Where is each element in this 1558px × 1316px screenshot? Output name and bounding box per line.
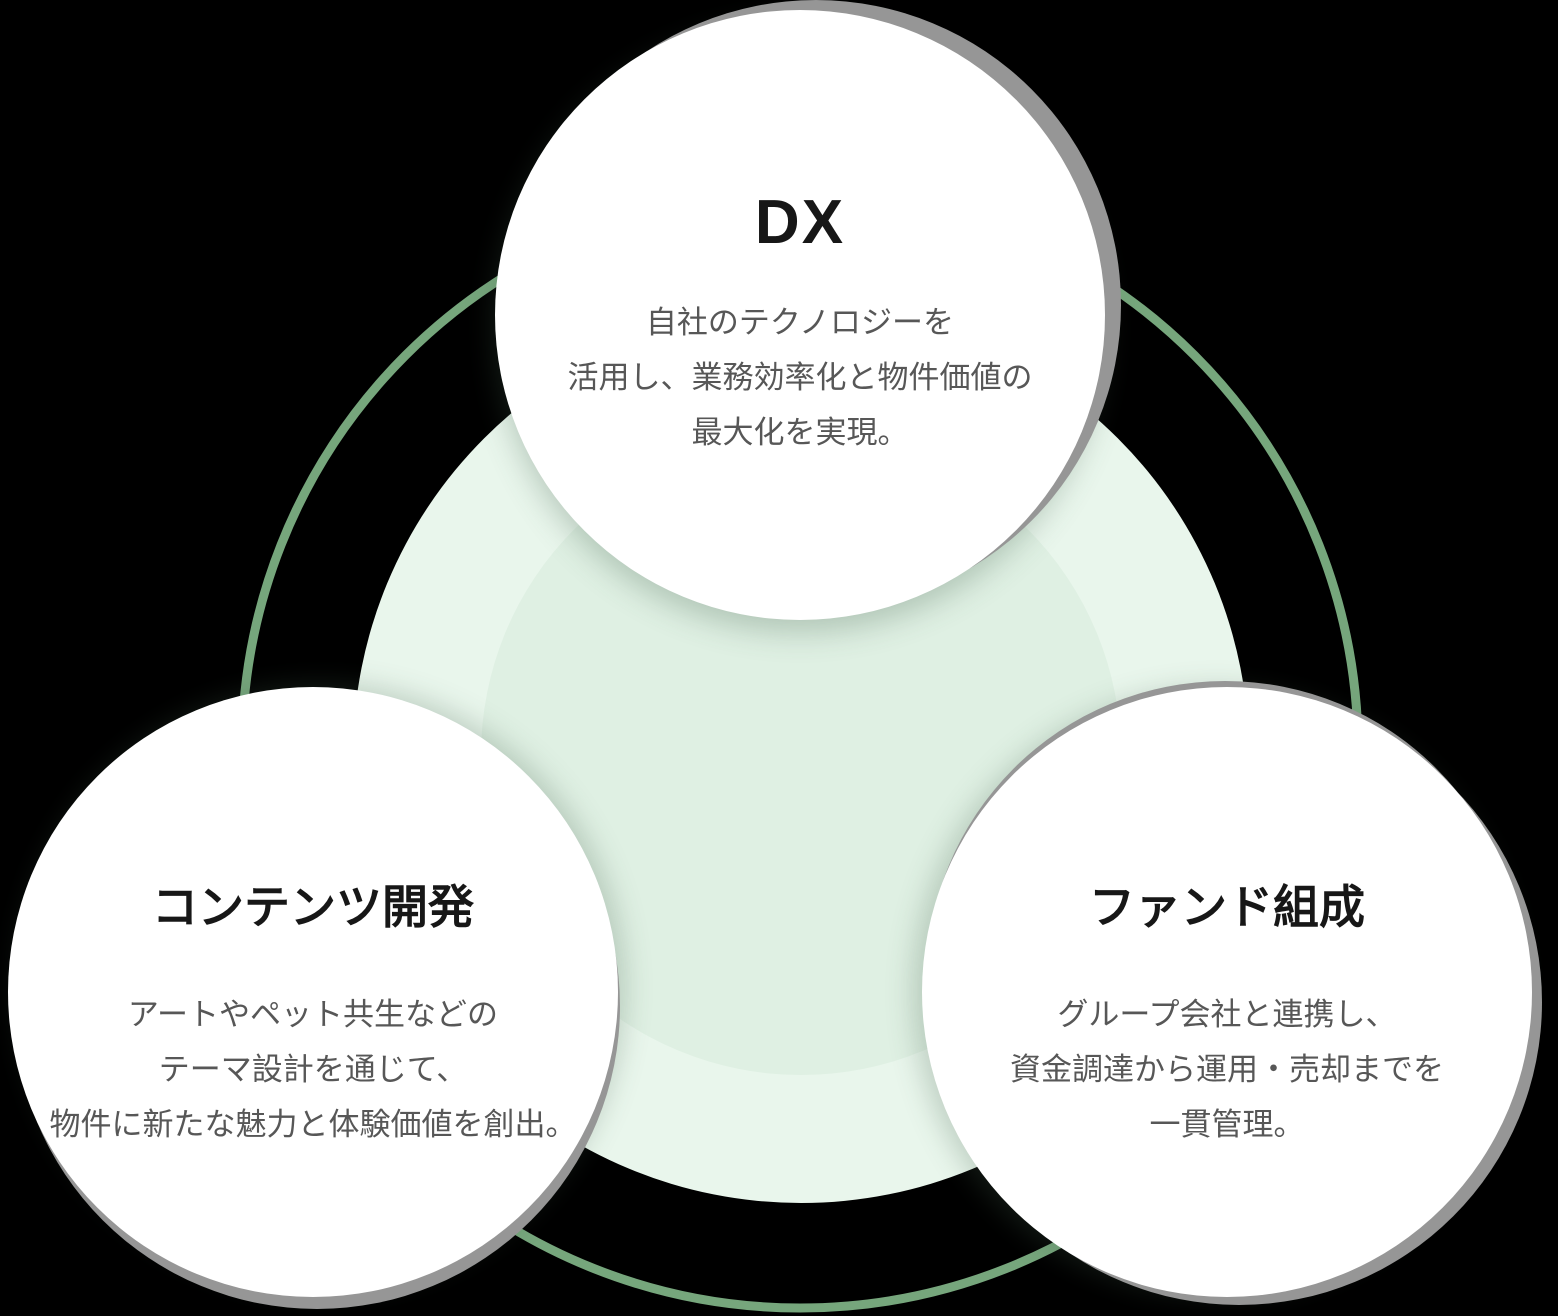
circle-fund: ファンド組成 グループ会社と連携し、 資金調達から運用・売却までを 一貫管理。: [922, 687, 1532, 1297]
circle-content-dev-description-line: アートやペット共生などの: [127, 997, 499, 1032]
circle-dx: DX 自社のテクノロジーを 活用し、業務効率化と物件価値の 最大化を実現。: [495, 10, 1105, 620]
circle-dx-description: 自社のテクノロジーを 活用し、業務効率化と物件価値の 最大化を実現。: [485, 295, 1115, 460]
circle-fund-title: ファンド組成: [1089, 881, 1365, 933]
circle-fund-description-line: グループ会社と連携し、: [1057, 997, 1397, 1032]
circle-dx-description-line: 自社のテクノロジーを: [645, 305, 955, 340]
circle-fund-description-line: 資金調達から運用・売却までを: [1010, 1052, 1444, 1087]
circle-dx-description-line: 活用し、業務効率化と物件価値の: [567, 360, 1033, 395]
circle-dx-title: DX: [754, 188, 846, 257]
circle-content-dev-description: アートやペット共生などの テーマ設計を通じて、 物件に新たな魅力と体験価値を創出…: [0, 987, 628, 1152]
circle-content-dev: コンテンツ開発 アートやペット共生などの テーマ設計を通じて、 物件に新たな魅力…: [8, 687, 618, 1297]
circle-content-dev-description-line: 物件に新たな魅力と体験価値を創出。: [49, 1107, 577, 1142]
circle-dx-description-line: 最大化を実現。: [691, 415, 909, 450]
circle-content-dev-description-line: テーマ設計を通じて、: [158, 1052, 468, 1087]
circle-fund-description: グループ会社と連携し、 資金調達から運用・売却までを 一貫管理。: [912, 987, 1542, 1152]
circle-fund-description-line: 一貫管理。: [1149, 1107, 1305, 1142]
circle-content-dev-title: コンテンツ開発: [152, 881, 474, 933]
